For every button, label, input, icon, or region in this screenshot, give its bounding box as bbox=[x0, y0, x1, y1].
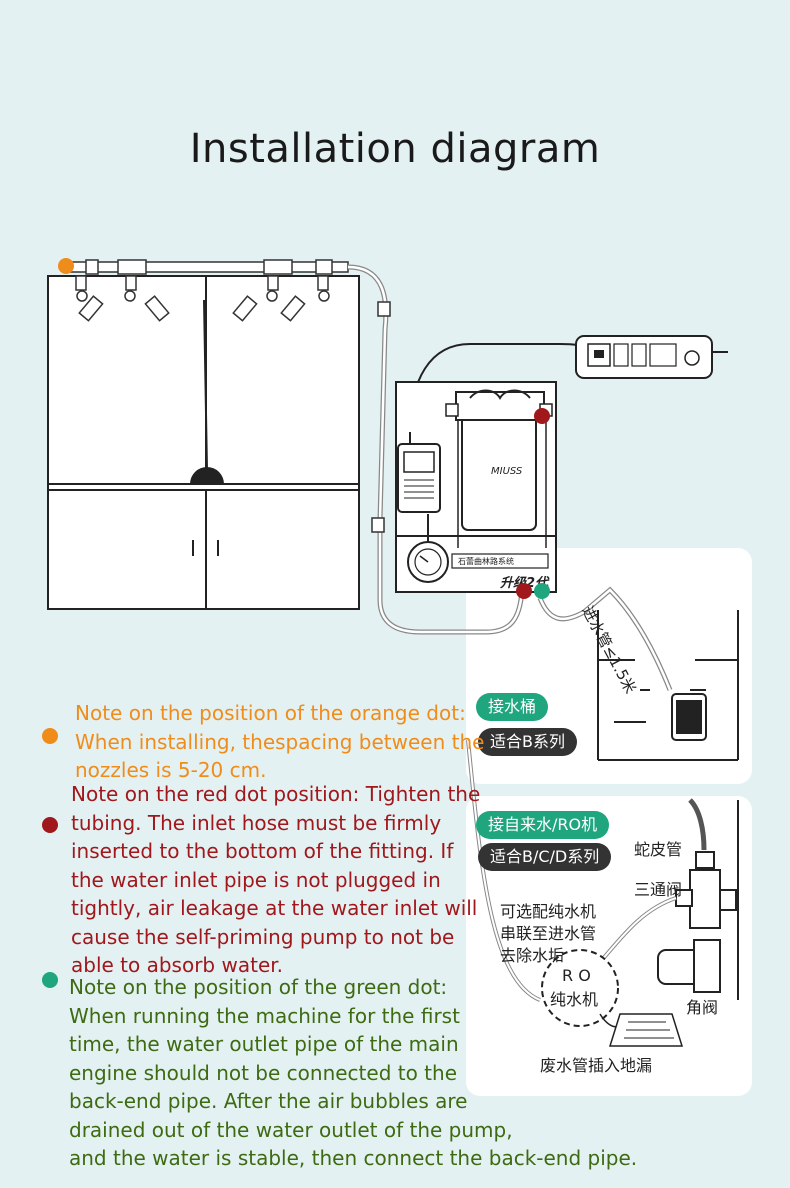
orange-dot-marker bbox=[58, 258, 74, 274]
red-note-line: inserted to the bottom of the fitting. I… bbox=[71, 839, 454, 863]
ro-optional-line-2: 串联至进水管 bbox=[500, 924, 597, 943]
red-note-dot bbox=[42, 817, 58, 833]
red-note-line: able to absorb water. bbox=[71, 953, 283, 977]
device-strip-label: 石蕾曲林路系统 bbox=[458, 557, 514, 566]
red-note-line: tightly, air leakage at the water inlet … bbox=[71, 896, 478, 920]
series-b-pill: 适合B系列 bbox=[478, 728, 577, 756]
green-note-line: drained out of the water outlet of the p… bbox=[69, 1117, 513, 1142]
green-note-line: time, the water outlet pipe of the main bbox=[69, 1032, 459, 1056]
ro-machine-label-2: 纯水机 bbox=[550, 990, 599, 1009]
green-note-line: When running the machine for the first bbox=[69, 1003, 460, 1028]
orange-note-line: Note on the position of the orange dot: bbox=[75, 701, 466, 725]
orange-note: Note on the position of the orange dot: … bbox=[75, 699, 484, 785]
bucket-pill: 接水桶 bbox=[476, 693, 549, 721]
pump-brand-label: MIUSS bbox=[491, 466, 523, 477]
series-bcd-pill: 适合B/C/D系列 bbox=[478, 843, 612, 871]
orange-note-line: When installing, thespacing between the bbox=[75, 729, 485, 754]
red-note-line: Note on the red dot position: Tighten th… bbox=[71, 782, 481, 806]
red-dot-marker-inlet bbox=[516, 583, 532, 599]
ro-machine-label-1: R O bbox=[562, 966, 591, 985]
green-note-line: back-end pipe. After the air bubbles are bbox=[69, 1089, 468, 1113]
green-dot-marker bbox=[534, 583, 550, 599]
green-note-line: engine should not be connected to the bbox=[69, 1060, 457, 1085]
snake-hose-label: 蛇皮管 bbox=[634, 840, 683, 859]
three-way-valve-label: 三通阀 bbox=[634, 880, 683, 899]
red-note-line: the water inlet pipe is not plugged in bbox=[71, 867, 441, 892]
red-note-line: cause the self-priming pump to not be bbox=[71, 924, 455, 949]
green-note-dot bbox=[42, 972, 58, 988]
red-dot-marker-pump bbox=[534, 408, 550, 424]
orange-note-line: nozzles is 5-20 cm. bbox=[75, 758, 267, 782]
green-note-line: Note on the position of the green dot: bbox=[69, 975, 448, 999]
page-title: Installation diagram bbox=[189, 126, 601, 172]
ro-optional-line-1: 可选配纯水机 bbox=[500, 902, 597, 921]
red-note: Note on the red dot position: Tighten th… bbox=[71, 780, 480, 980]
ro-optional-line-3: 去除水垢 bbox=[500, 946, 565, 965]
drain-label: 废水管插入地漏 bbox=[540, 1056, 653, 1075]
red-note-line: tubing. The inlet hose must be firmly bbox=[71, 810, 442, 835]
angle-valve-label: 角阀 bbox=[686, 998, 719, 1017]
green-note: Note on the position of the green dot: W… bbox=[69, 973, 637, 1173]
tap-ro-pill: 接自来水/RO机 bbox=[476, 811, 610, 839]
green-note-line: and the water is stable, then connect th… bbox=[69, 1146, 638, 1170]
orange-note-dot bbox=[42, 728, 58, 744]
